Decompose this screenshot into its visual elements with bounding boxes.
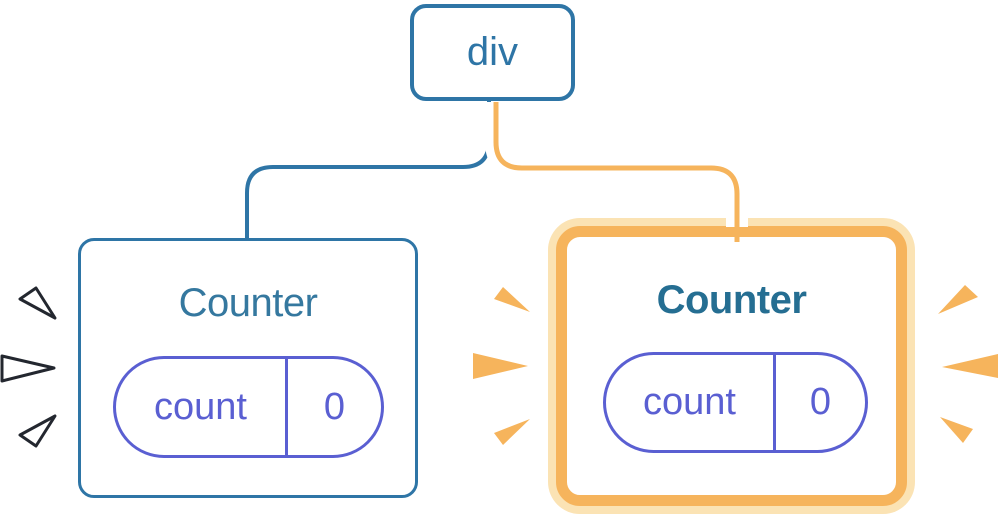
counter-card-left: Counter count 0: [78, 238, 418, 498]
counter-card-right-highlighted: Counter count 0: [556, 226, 907, 506]
edge-div-to-right-counter-casing: [485, 102, 748, 227]
spark-icon: [0, 354, 56, 383]
right-counter-sparks-left: [473, 287, 530, 445]
edge-div-to-left-counter: [245, 101, 491, 242]
state-value: 0: [285, 359, 381, 455]
spark-icon: [494, 419, 530, 445]
right-counter-sparks-right: [938, 285, 998, 443]
tree-node-div-label: div: [466, 30, 519, 74]
spark-icon: [940, 417, 973, 443]
state-pill: count 0: [113, 356, 384, 458]
counter-card-left-title: Counter: [178, 281, 318, 325]
spark-icon: [473, 353, 528, 379]
counter-card-right-title: Counter: [656, 278, 807, 322]
spark-icon: [18, 414, 57, 448]
state-pill: count 0: [603, 352, 868, 453]
tree-node-div: div: [410, 4, 575, 101]
left-counter-sparks: [0, 286, 57, 448]
spark-icon: [18, 286, 57, 320]
state-value: 0: [773, 355, 865, 450]
spark-icon: [938, 285, 978, 314]
spark-icon: [942, 354, 998, 378]
state-key: count: [154, 385, 247, 428]
edge-div-to-right-counter: [493, 102, 740, 242]
spark-icon: [494, 287, 530, 312]
state-key: count: [643, 381, 736, 423]
